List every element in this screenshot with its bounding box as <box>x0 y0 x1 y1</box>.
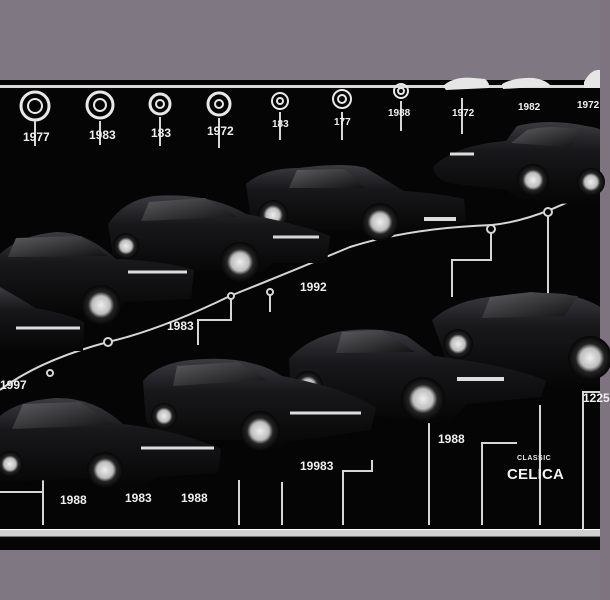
timeline-connectors <box>0 98 600 530</box>
year-label-1992: 1992 <box>300 280 327 294</box>
top-year-label-1: 1977 <box>23 130 50 144</box>
top-year-label-5: 183 <box>272 119 289 130</box>
year-label-1988-center: 1988 <box>181 491 208 505</box>
top-year-label-9: 1982 <box>518 102 541 113</box>
top-year-label-8: 1972 <box>452 108 475 119</box>
brand-title: CELICA <box>507 466 565 483</box>
year-label-19983: 19983 <box>300 459 334 473</box>
top-year-label-4: 1972 <box>207 124 234 138</box>
far-left-sedan <box>0 287 84 351</box>
year-label-1997: 1997 <box>0 378 27 392</box>
left-upper-coupe <box>108 195 330 282</box>
upper-middle-coupe <box>246 165 466 241</box>
center-lower-coupe <box>143 358 376 451</box>
year-label-1983-center: 1983 <box>125 491 152 505</box>
top-year-label-6: 177 <box>334 117 351 128</box>
upper-right-sportscar <box>433 122 605 204</box>
year-label-1225: 1225 <box>583 391 610 405</box>
small-car-icons <box>443 69 600 90</box>
top-year-label-3: 183 <box>151 126 172 140</box>
top-year-label-10: 1972 <box>577 100 600 111</box>
wheel-icons-row <box>19 83 409 122</box>
left-middle-coupe <box>0 232 194 325</box>
bottom-timeline-rail <box>0 529 600 537</box>
brand-subtitle: CLASSIC <box>517 455 552 462</box>
top-timeline-rail <box>0 85 600 88</box>
top-frame-band <box>0 0 600 82</box>
year-label-1983-left: 1983 <box>167 319 194 333</box>
year-label-1988-left: 1988 <box>60 493 87 507</box>
top-year-label-2: 1983 <box>89 128 116 142</box>
year-label-1988-right: 1988 <box>438 432 465 446</box>
top-year-label-7: 1988 <box>388 108 411 119</box>
bottom-frame-band <box>0 550 600 600</box>
lower-left-coupe <box>0 397 221 490</box>
